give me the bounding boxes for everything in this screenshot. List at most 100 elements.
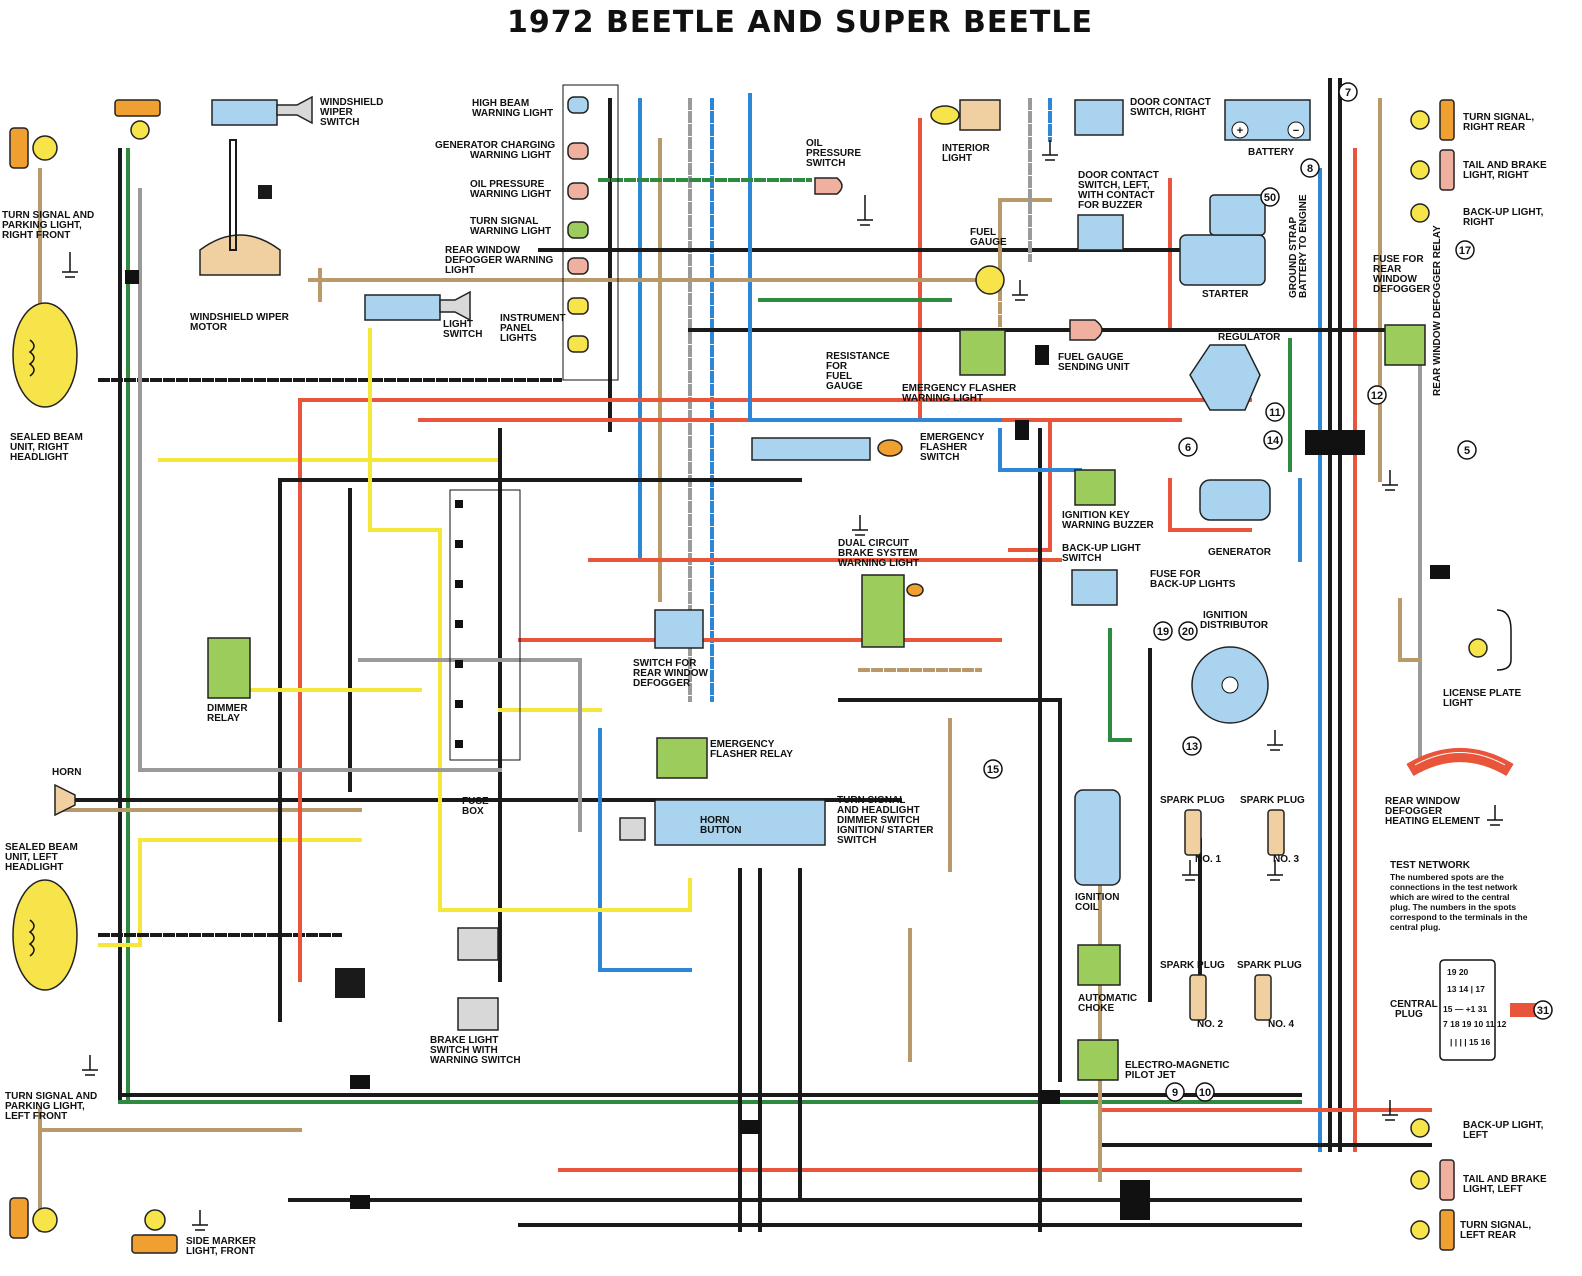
label-no3: NO. 3 <box>1273 854 1300 865</box>
label-battery: BATTERY <box>1248 147 1294 158</box>
label-turn-signal-right-rear: TURN SIGNAL,RIGHT REAR <box>1463 112 1534 133</box>
switch-rear-window-defogger <box>654 609 704 649</box>
ignition-key-warning-buzzer <box>1074 469 1116 506</box>
test-point-50: 50 <box>1260 187 1280 207</box>
license-plate-light <box>1468 609 1512 671</box>
label-no4: NO. 4 <box>1268 1019 1295 1030</box>
spark-plugs <box>1184 809 1285 1021</box>
test-point-13: 13 <box>1182 736 1202 756</box>
sealed-beam-left-headlight <box>12 879 78 991</box>
door-contact-switch-left <box>1077 214 1124 251</box>
emergency-flasher-relay <box>656 737 708 779</box>
windshield-wiper-motor <box>199 139 281 276</box>
svg-text:+: + <box>1237 125 1243 137</box>
label-regulator: REGULATOR <box>1218 332 1281 343</box>
label-generator: GENERATOR <box>1208 547 1272 558</box>
svg-text:14: 14 <box>1267 435 1280 447</box>
dimmer-relay <box>207 637 251 699</box>
starter <box>1179 194 1266 286</box>
svg-text:−: − <box>1293 125 1299 137</box>
ground-symbols <box>82 140 1503 1231</box>
svg-text:15 — +1 31: 15 — +1 31 <box>1443 1004 1487 1014</box>
label-spark-plug-4: SPARK PLUG <box>1237 960 1302 971</box>
ignition-coil <box>1074 789 1121 886</box>
svg-text:31: 31 <box>1537 1005 1549 1017</box>
test-point-17: 17 <box>1455 240 1475 260</box>
test-point-11: 11 <box>1265 402 1285 422</box>
svg-text:6: 6 <box>1185 442 1191 454</box>
label-no2: NO. 2 <box>1197 1019 1224 1030</box>
emergency-flasher-switch <box>751 437 903 461</box>
connector-blocks <box>125 270 1450 1220</box>
svg-text:9: 9 <box>1172 1087 1178 1099</box>
backup-light-switch <box>1071 569 1118 606</box>
oil-pressure-switch <box>814 177 873 226</box>
light-switch <box>364 290 471 322</box>
test-network-title: TEST NETWORK <box>1390 860 1471 871</box>
svg-text:7: 7 <box>1345 87 1351 99</box>
label-spark-plug-1: SPARK PLUG <box>1160 795 1225 806</box>
tail-brake-light-left <box>1410 1159 1455 1201</box>
test-point-5: 5 <box>1457 440 1477 460</box>
electro-magnetic-pilot-jet <box>1077 1039 1119 1081</box>
label-spark-plug-2: SPARK PLUG <box>1160 960 1225 971</box>
svg-text:11: 11 <box>1269 407 1281 419</box>
instrument-warning-lights <box>562 84 619 381</box>
test-point-20: 20 <box>1178 621 1198 641</box>
resistance-fuel-gauge <box>959 329 1006 376</box>
svg-text:20: 20 <box>1182 626 1194 638</box>
svg-text:13: 13 <box>1186 741 1198 753</box>
fuel-gauge <box>975 265 1005 295</box>
rear-window-defogger-relay <box>1384 324 1426 366</box>
label-turn-signal-left-rear: TURN SIGNAL,LEFT REAR <box>1460 1220 1531 1241</box>
horn-button-turn-signal-switch <box>619 799 826 846</box>
svg-text:19 20: 19 20 <box>1447 967 1469 977</box>
automatic-choke <box>1077 944 1121 986</box>
turn-signal-left-rear <box>1410 1209 1455 1251</box>
label-spark-plug-3: SPARK PLUG <box>1240 795 1305 806</box>
svg-text:15: 15 <box>987 764 999 776</box>
battery: + − <box>1224 99 1311 141</box>
svg-text:17: 17 <box>1459 245 1471 257</box>
turn-signal-right-front <box>9 99 161 169</box>
door-contact-switch-right <box>1074 99 1124 136</box>
test-point-10: 10 <box>1195 1082 1215 1102</box>
ignition-distributor <box>1191 646 1269 724</box>
backup-light-right <box>1410 203 1430 223</box>
backup-light-left <box>1410 1118 1430 1138</box>
tail-brake-light-right <box>1410 149 1455 191</box>
